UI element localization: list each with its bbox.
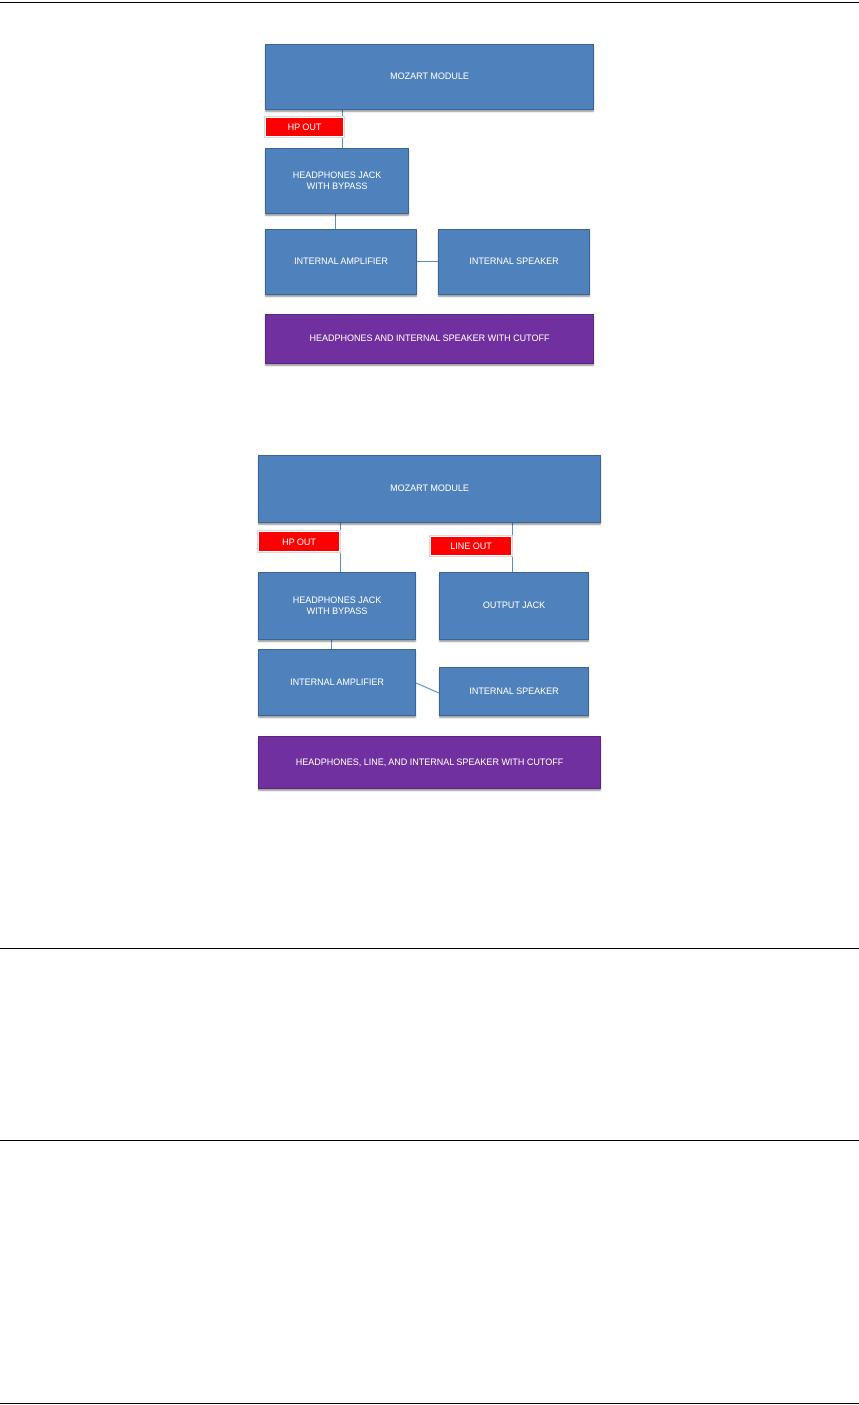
d2-headphones-jack-box: HEADPHONES JACK WITH BYPASS — [258, 572, 416, 640]
d2-hp-out-label: HP OUT — [258, 531, 340, 552]
d2-internal-amplifier-box: INTERNAL AMPLIFIER — [258, 649, 416, 716]
d2-summary-box: HEADPHONES, LINE, AND INTERNAL SPEAKER W… — [258, 736, 601, 789]
d2-output-jack-box: OUTPUT JACK — [439, 572, 589, 640]
d2-internal-speaker-box: INTERNAL SPEAKER — [439, 667, 589, 716]
d2-mozart-module-box: MOZART MODULE — [258, 455, 601, 523]
d2-line-out-label: LINE OUT — [430, 536, 512, 556]
